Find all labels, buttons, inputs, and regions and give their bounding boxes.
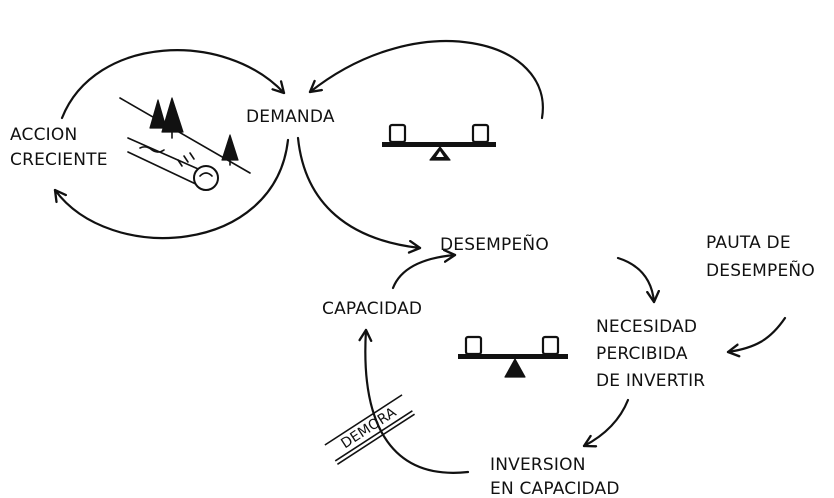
arrow-pauta-to-necesidad	[726, 316, 787, 358]
arrow-demanda-to-desempeno	[296, 136, 422, 254]
label-necesidad-line1: NECESIDAD	[596, 317, 697, 337]
label-accion-line2: CRECIENTE	[10, 150, 108, 170]
label-necesidad-line3: DE INVERTIR	[596, 371, 705, 391]
arrow-capacidad-to-desempeno	[391, 248, 457, 290]
label-capacidad: CAPACIDAD	[322, 299, 422, 319]
label-demanda: DEMANDA	[246, 107, 335, 127]
label-pauta-line1: PAUTA DE	[706, 233, 791, 253]
arrow-demanda-to-accion	[53, 138, 290, 240]
seesaw-balance-icon-lower	[458, 335, 568, 378]
delay-marker-icon: DEMORA	[324, 394, 416, 465]
label-accion-line1: ACCION	[10, 125, 77, 145]
snowball-rolling-downhill-icon	[119, 97, 251, 191]
arrow-accion-to-demanda	[60, 49, 286, 120]
label-inversion-line1: INVERSION	[490, 455, 586, 475]
label-necesidad-line2: PERCIBIDA	[596, 344, 688, 364]
seesaw-balance-icon-upper	[382, 123, 496, 161]
label-desempeno: DESEMPEÑO	[440, 233, 549, 255]
arrow-desempeno-to-demanda	[308, 39, 544, 120]
arrow-necesidad-to-inversion	[582, 398, 630, 448]
arrow-inversion-to-capacidad	[358, 328, 470, 474]
label-inversion-line2: EN CAPACIDAD	[490, 479, 620, 498]
arrow-desempeno-to-necesidad	[616, 256, 661, 304]
label-pauta-line2: DESEMPEÑO	[706, 259, 815, 281]
